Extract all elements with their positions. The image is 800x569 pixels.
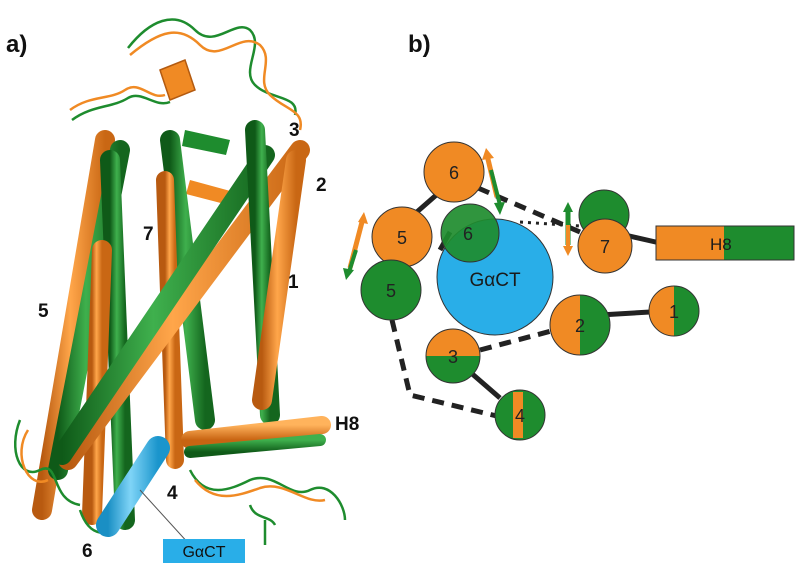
arrow-tm5 — [343, 212, 368, 280]
h8-box-label: H8 — [710, 235, 732, 254]
circle-tm1-label: 1 — [669, 302, 679, 322]
circle-tm6-green-label: 6 — [463, 224, 473, 244]
panel-b-diagram: GαCT 6 5 5 6 7 1 2 3 — [343, 141, 795, 441]
loop-orange-top — [129, 31, 303, 131]
loop-orange-bl — [20, 429, 49, 483]
strand-green — [182, 130, 230, 155]
helix-label-3: 3 — [289, 120, 300, 141]
circle-tm6-green — [440, 203, 500, 263]
panel-a-label: a) — [6, 31, 27, 58]
panel-b-label: b) — [408, 31, 431, 58]
circle-tm4: 4 — [494, 389, 546, 441]
helix-label-2: 2 — [316, 175, 327, 196]
panel-a-labels: 3 2 7 1 5 H8 4 6 GαCT — [38, 120, 359, 563]
helix-galpha-ct — [96, 436, 170, 537]
loop-green-left — [71, 94, 171, 122]
circle-tm5-green — [360, 259, 422, 321]
helix-3-green — [52, 145, 275, 465]
galpha-ct-label: GαCT — [469, 270, 520, 291]
helix-label-7: 7 — [143, 224, 154, 245]
dashed-connectors — [389, 185, 581, 421]
circle-tm4-label: 4 — [515, 406, 525, 426]
beta-strand — [159, 59, 196, 101]
loop-green-bl — [13, 419, 81, 507]
circle-tm6-orange — [423, 141, 485, 203]
circle-tm6-orange-label: 6 — [449, 163, 459, 183]
circle-tm2-label: 2 — [575, 316, 585, 336]
loop-green-bottom — [248, 504, 277, 545]
circle-tm5-green-label: 5 — [386, 281, 396, 301]
helix-6-orange — [82, 240, 112, 525]
gct-pointer-line — [139, 489, 191, 546]
loop-orange-br — [194, 479, 326, 502]
helix-2-orange — [252, 150, 306, 410]
helix-h8-green — [184, 434, 326, 458]
gct-label-box — [163, 539, 245, 563]
helix-label-1: 1 — [288, 272, 299, 293]
circle-tm7-orange-label: 7 — [600, 237, 610, 257]
circle-tm5-orange-label: 5 — [397, 228, 407, 248]
circle-tm7-orange — [577, 218, 633, 274]
loop-green-br — [188, 469, 347, 521]
gct-label: GαCT — [182, 544, 225, 561]
helix-label-h8: H8 — [335, 414, 359, 435]
circle-tm1: 1 — [648, 285, 700, 337]
circle-tm3: 3 — [425, 328, 481, 384]
loop-orange-left — [69, 86, 166, 112]
panel-a-structure — [13, 18, 347, 546]
circle-tm3-label: 3 — [448, 347, 458, 367]
helix-label-5: 5 — [38, 301, 49, 322]
circle-tm2: 2 — [549, 294, 611, 356]
helix-h8-orange — [181, 416, 331, 449]
helix-6-green — [100, 150, 135, 530]
arrow-tm6 — [482, 148, 505, 215]
h8-box: H8 — [655, 225, 795, 261]
helix-label-4: 4 — [167, 483, 178, 504]
helix-label-6: 6 — [82, 541, 93, 562]
arrow-tm7 — [563, 202, 573, 256]
